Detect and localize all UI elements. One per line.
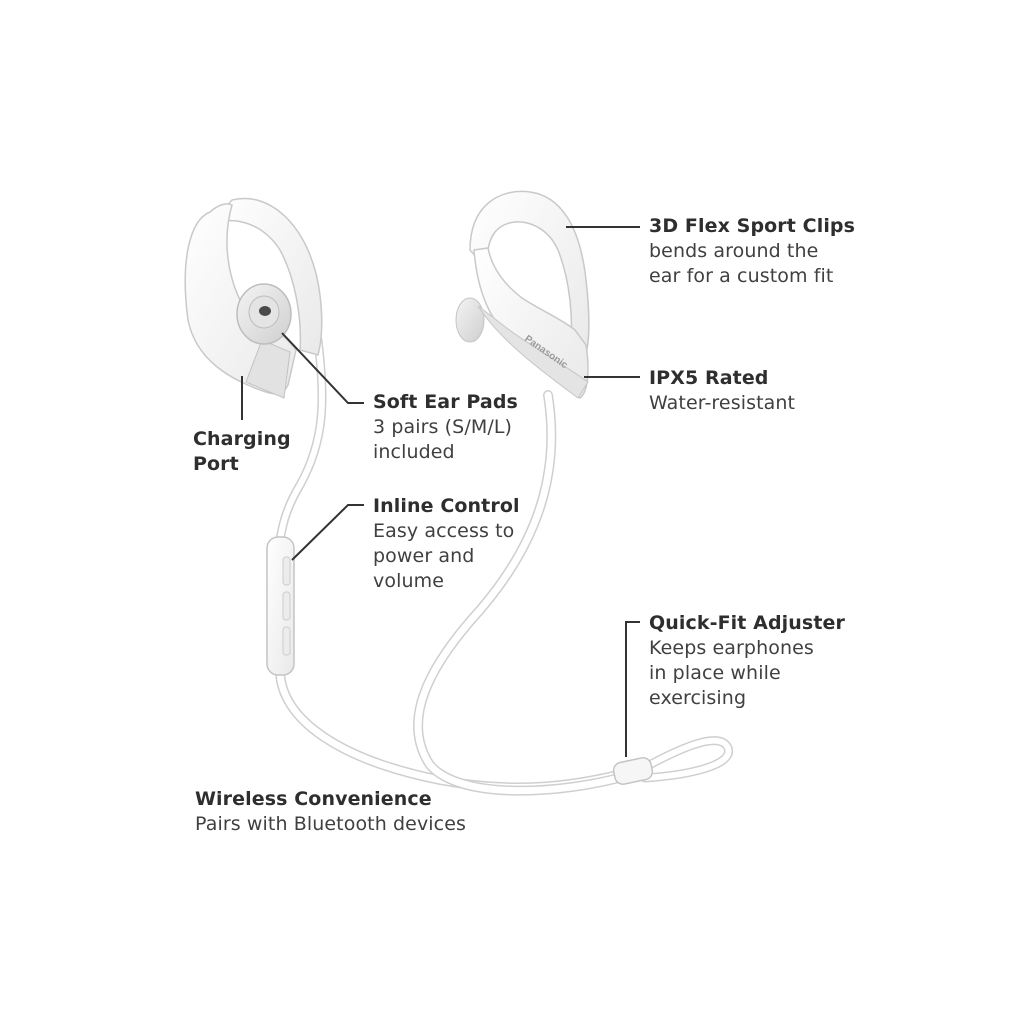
callout-title: Inline Control [373, 495, 520, 517]
callout-desc: Keeps earphones in place while exercisin… [649, 637, 814, 709]
callout-ear-pads: Soft Ear Pads 3 pairs (S/M/L) included [373, 390, 518, 465]
callout-title: Charging Port [193, 428, 291, 475]
right-ear-tip [455, 297, 485, 343]
cable-left-upper-core [277, 337, 325, 543]
leader-ear-pads [281, 332, 364, 404]
cable-left-lower-core [276, 668, 634, 792]
leader-lines [241, 226, 640, 757]
left-ear-hook [209, 197, 323, 356]
callout-desc: Pairs with Bluetooth devices [195, 813, 467, 835]
adjuster-loop-core [637, 737, 732, 781]
cable-right-core [414, 391, 634, 795]
callout-flex-clips: 3D Flex Sport Clips bends around the ear… [649, 214, 855, 289]
left-ear-tip-hole [259, 306, 271, 316]
callout-wireless: Wireless Convenience Pairs with Bluetoot… [195, 787, 466, 837]
callout-desc: 3 pairs (S/M/L) included [373, 416, 513, 463]
quick-fit-adjuster [612, 757, 654, 785]
leader-inline-control [291, 504, 364, 561]
right-earpiece-edge [477, 305, 589, 399]
callout-title: Soft Ear Pads [373, 391, 518, 413]
callout-quick-fit: Quick-Fit Adjuster Keeps earphones in pl… [649, 611, 845, 711]
inline-control-minus [282, 626, 291, 656]
inline-control-center [282, 591, 291, 621]
callout-inline-control: Inline Control Easy access to power and … [373, 494, 520, 594]
cable-left-lower [275, 667, 635, 793]
callout-desc: bends around the ear for a custom fit [649, 240, 834, 287]
callout-title: IPX5 Rated [649, 367, 769, 389]
leader-quick-fit [625, 621, 640, 757]
callout-desc: Water-resistant [649, 392, 796, 414]
charging-port-panel [245, 339, 291, 399]
callout-charging-port: Charging Port [193, 427, 291, 477]
callout-title: Quick-Fit Adjuster [649, 612, 845, 634]
callout-title: Wireless Convenience [195, 788, 432, 810]
callout-desc: Easy access to power and volume [373, 520, 515, 592]
callout-title: 3D Flex Sport Clips [649, 215, 856, 237]
inline-control-plus [282, 556, 291, 586]
callout-ipx5: IPX5 Rated Water-resistant [649, 366, 795, 416]
